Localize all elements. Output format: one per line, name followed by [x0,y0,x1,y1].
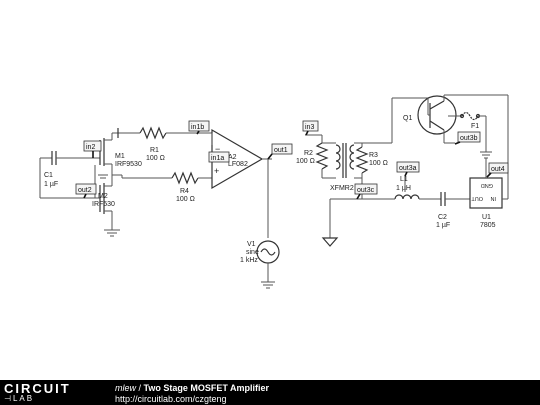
r1-value-label: 100 Ω [146,155,165,162]
circuit-title[interactable]: Two Stage MOSFET Amplifier [143,383,270,393]
svg-text:+: + [214,166,219,176]
svg-text:out1: out1 [274,147,288,154]
r2-value-label: 100 Ω [296,158,315,165]
mosfet-m2[interactable] [94,165,122,237]
c2-value-label: 1 µF [436,222,450,229]
resistor-r4[interactable] [121,171,212,185]
m2-part-label: IRF530 [92,201,115,208]
r4-name-label: R4 [180,188,189,195]
voltage-source-v1[interactable] [256,240,280,289]
svg-text:out3b: out3b [460,135,478,142]
ground-m2-top [98,174,108,179]
net-tag-out3c[interactable]: out3c [354,183,378,200]
a2-part-label: LF082 [228,161,248,168]
svg-text:in3: in3 [305,124,314,131]
circuit-url[interactable]: http://circuitlab.com/czgteng [115,394,227,404]
transistor-q1[interactable] [417,94,508,144]
capacitor-c2[interactable] [440,192,470,206]
v1-value-label: 1 kHz [240,257,258,264]
v1-name-label: V1 [247,241,256,248]
mosfet-m1[interactable] [93,128,122,175]
q1-name-label: Q1 [403,115,412,122]
ground-u1 [480,143,492,159]
xfmr2-name-label: XFMR2 [330,185,354,192]
svg-text:in2: in2 [86,144,95,151]
regulator-u1[interactable]: GND IN OUT [469,95,509,209]
u1-in-pin-label: IN [490,195,496,201]
fuse-f1[interactable] [448,111,487,144]
c2-name-label: C2 [438,214,447,221]
u1-name-label: U1 [482,214,491,221]
r3-name-label: R3 [369,152,378,159]
transformer-xfmr2[interactable] [322,142,362,179]
circuitlab-logo[interactable]: CIRCUIT [4,381,71,396]
net-tag-in3[interactable]: in3 [302,120,319,136]
author-name[interactable]: mlew [115,383,137,393]
u1-part-label: 7805 [480,222,496,229]
r2-name-label: R2 [304,150,313,157]
net-tag-out3b[interactable]: out3b [454,131,481,145]
logo-symbol-icon: ⊣ [4,394,13,403]
capacitor-c1[interactable] [39,151,95,199]
net-tag-in1b[interactable]: in1b [188,120,210,135]
r4-value-label: 100 Ω [176,196,195,203]
c1-name-label: C1 [44,172,53,179]
v1-type-label: sine [246,249,259,256]
svg-text:in1a: in1a [211,155,224,162]
u1-out-pin-label: OUT [471,195,483,201]
a2-name-label: A2 [228,154,237,161]
m1-name-label: M1 [115,153,125,160]
net-tag-out3a[interactable]: out3a [396,161,420,177]
r3-value-label: 100 Ω [369,160,388,167]
resistor-r2[interactable] [305,134,329,178]
circuit-schematic: C1 1 µF M1 IRF9530 M2 IRF530 [39,94,509,289]
title-separator: / [136,383,144,393]
l1-name-label: L1 [400,176,408,183]
l1-value-label: 1 µH [396,185,411,192]
r1-name-label: R1 [150,147,159,154]
circuitlab-logo-subtitle: ⊣LAB [4,394,34,403]
m1-part-label: IRF9530 [115,161,142,168]
net-tag-in2[interactable]: in2 [83,140,102,158]
svg-text:in1b: in1b [191,124,204,131]
net-tag-in1a[interactable]: in1a [208,151,230,163]
footer-bar: CIRCUIT ⊣LAB mlew / Two Stage MOSFET Amp… [0,380,540,405]
net-tag-out2[interactable]: out2 [75,183,97,199]
svg-text:−: − [215,144,220,154]
inductor-l1[interactable] [330,175,441,200]
svg-text:out3c: out3c [357,187,375,194]
resistor-r3[interactable] [355,97,428,178]
c1-value-label: 1 µF [44,181,58,188]
circuit-title-line: mlew / Two Stage MOSFET Amplifier [115,383,269,393]
svg-text:out4: out4 [491,166,505,173]
logo-lab-text: LAB [12,394,35,403]
svg-text:out3a: out3a [399,165,417,172]
f1-name-label: F1 [471,123,479,130]
svg-text:out2: out2 [78,187,92,194]
u1-gnd-pin-label: GND [481,182,493,188]
net-tag-out1[interactable]: out1 [267,143,293,160]
resistor-r1[interactable] [122,126,212,140]
m2-name-label: M2 [98,193,108,200]
net-tag-out4[interactable]: out4 [486,162,509,178]
